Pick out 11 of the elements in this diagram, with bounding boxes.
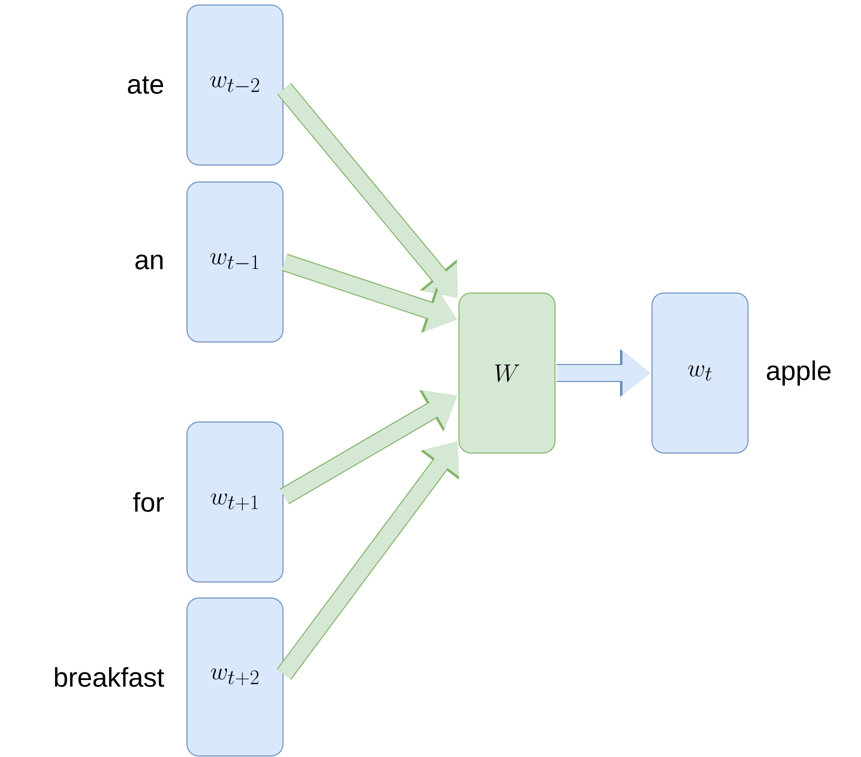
- vector-box: $w_{t-1}$: [186, 182, 284, 342]
- word-label: ate: [128, 76, 164, 94]
- vector-box: $w_t$: [652, 292, 748, 454]
- vector-box: $w_{t+2}$: [186, 598, 284, 756]
- vector-box: $W$: [458, 292, 556, 454]
- word-label: apple: [766, 360, 831, 386]
- word-label: for: [133, 492, 164, 512]
- vector-box: $w_{t+1}$: [186, 422, 284, 582]
- word-label: breakfast: [54, 667, 164, 687]
- vector-box: $w_{t-2}$: [186, 4, 284, 166]
- word-label: an: [135, 254, 163, 270]
